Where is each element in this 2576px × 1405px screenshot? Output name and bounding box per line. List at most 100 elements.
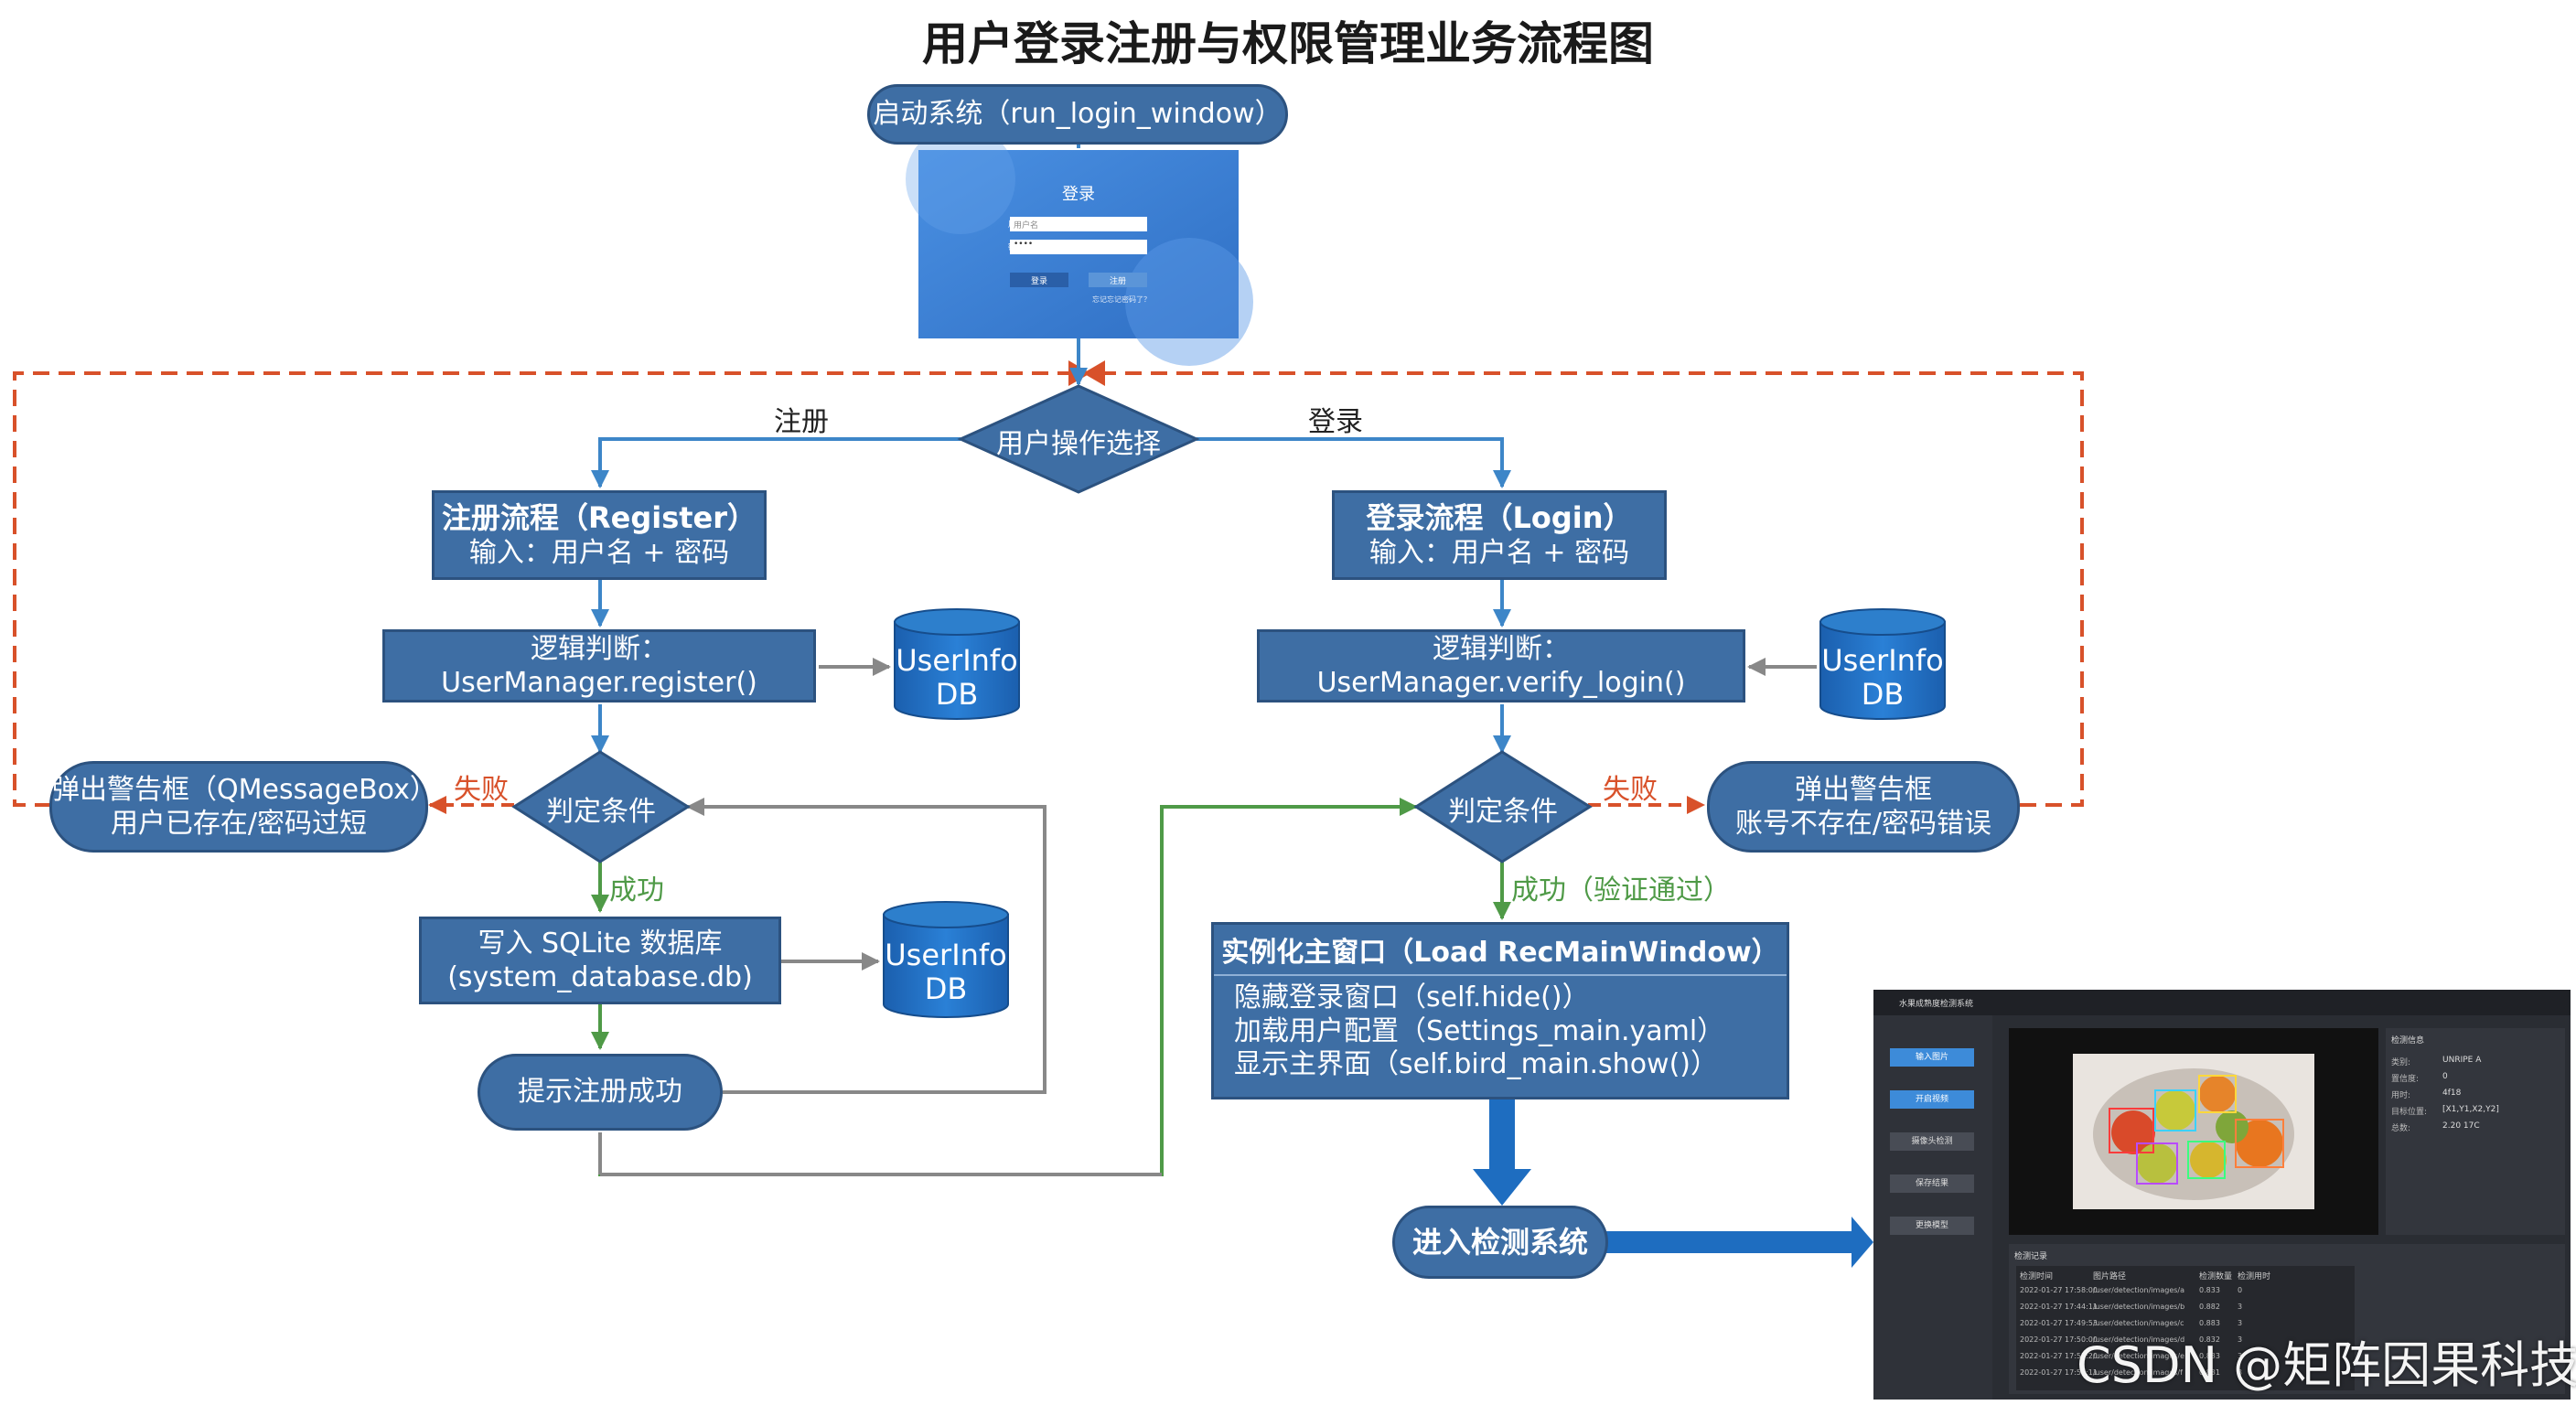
- login-user-label: 用户名: [1008, 220, 1034, 230]
- info-row-key: 置信度:: [2391, 1075, 2420, 1084]
- choice-diamond: [957, 384, 1200, 494]
- db-register-label: UserInfo DB: [895, 644, 1019, 712]
- enter-system-box: 进入检测系统: [1392, 1206, 1608, 1279]
- table-cell: 3: [2238, 1303, 2243, 1311]
- write-db-line2: (system_database.db): [447, 961, 753, 993]
- login-window-text: 登录 用户名 用户名 密 码 •••• 登录 注册 忘记忘记密码了？: [918, 150, 1239, 338]
- main-window-box: 实例化主窗口（Load RecMainWindow） 隐藏登录窗口（self.h…: [1211, 922, 1789, 1099]
- register-btn-label: 注册: [1109, 277, 1126, 286]
- register-warning-line1: 弹出警告框（QMessageBox）: [52, 773, 437, 806]
- db-register-line2: DB: [935, 676, 979, 712]
- login-process-title: 登录流程（Login）: [1366, 500, 1633, 536]
- sidebar-btn-2[interactable]: 开启视频: [1890, 1090, 1974, 1109]
- db-login-label: UserInfo DB: [1820, 644, 1945, 712]
- login-warning-box: 弹出警告框 账号不存在/密码错误: [1707, 761, 2020, 853]
- register-cond-diamond: [511, 750, 691, 863]
- table-cell: 2022-01-27 17:58:00: [2020, 1286, 2098, 1294]
- table-cell: 2022-01-27 17:51:20: [2020, 1352, 2098, 1360]
- sidebar-btn-1[interactable]: 输入图片: [1890, 1048, 1974, 1067]
- db-write-line2: DB: [924, 971, 968, 1006]
- table-cell: 2022-01-27 17:44:11: [2020, 1303, 2098, 1311]
- table-cell: /user/detection/images/e: [2093, 1352, 2185, 1360]
- edge-label-register-fail: 失败: [454, 774, 509, 806]
- register-process-title: 注册流程（Register）: [441, 500, 757, 536]
- login-cond-label: 判定条件: [1448, 796, 1558, 828]
- sidebar-btn-4[interactable]: 保存结果: [1890, 1174, 1974, 1193]
- db-login-line2: DB: [1861, 676, 1905, 712]
- table-header: 检测用时: [2238, 1272, 2271, 1282]
- thick-arrow-head-right: [1852, 1217, 1873, 1268]
- table-cell: 0.833: [2199, 1286, 2220, 1294]
- register-process-input: 输入：用户名 + 密码: [468, 537, 730, 570]
- edge-success-back-to-cond: [686, 798, 1046, 1094]
- edge-label-register: 注册: [774, 406, 829, 438]
- table-header: 检测数量: [2199, 1272, 2233, 1282]
- table-cell: 0.833: [2199, 1352, 2220, 1360]
- write-db-box: 写入 SQLite 数据库 (system_database.db): [419, 917, 781, 1004]
- db-write-label: UserInfo DB: [884, 938, 1008, 1006]
- edge-choice-login: [1197, 437, 1511, 488]
- db-write-line1: UserInfo: [885, 938, 1007, 972]
- sidebar-btn-5[interactable]: 更换模型: [1890, 1217, 1974, 1235]
- login-window-screenshot: [906, 124, 1253, 366]
- main-window-title: 实例化主窗口（Load RecMainWindow）: [1214, 925, 1787, 976]
- edge-label-register-success: 成功: [609, 874, 664, 906]
- register-logic-box: 逻辑判断：UserManager.register(): [382, 629, 816, 702]
- start-node: 启动系统（run_login_window）: [867, 84, 1288, 145]
- info-row-value: 0: [2442, 1072, 2448, 1081]
- db-cylinder-write: [883, 901, 1009, 1018]
- login-username-field: [1010, 217, 1147, 231]
- table-cell: /user/detection/images/b: [2093, 1303, 2185, 1311]
- page-title: 用户登录注册与权限管理业务流程图: [922, 17, 1654, 70]
- fail-loop-right-arrow: [1083, 360, 1105, 386]
- table-cell: 0.831: [2199, 1368, 2220, 1377]
- table-title: 检测记录: [2014, 1252, 2048, 1261]
- login-warning-line2: 账号不存在/密码错误: [1734, 808, 1992, 840]
- table-cell: 3: [2238, 1368, 2243, 1377]
- login-pwd-value: ••••: [1014, 240, 1034, 249]
- table-header: 检测时间: [2020, 1272, 2054, 1282]
- db-cylinder-register: [894, 608, 1020, 720]
- login-button-shape: [1010, 273, 1068, 287]
- register-process-box: 注册流程（Register） 输入：用户名 + 密码: [432, 490, 767, 580]
- register-success-box: 提示注册成功: [478, 1054, 723, 1131]
- edge-choice-register: [591, 437, 961, 488]
- edge-label-login-success: 成功（验证通过）: [1511, 874, 1731, 906]
- fail-loop-right: [1101, 371, 2084, 807]
- main-window-step-show: 显示主界面（self.bird_main.show()）: [1234, 1048, 1718, 1081]
- enter-system-label: 进入检测系统: [1411, 1225, 1588, 1260]
- table-cell: 0: [2238, 1286, 2243, 1294]
- main-window-text: 水果成熟度检测系统 输入图片 开启视频 摄像头检测 保存结果 更换模型 检测信息…: [1873, 990, 2571, 1400]
- login-process-box: 登录流程（Login） 输入：用户名 + 密码: [1332, 490, 1667, 580]
- table-cell: /user/detection/images/a: [2093, 1286, 2184, 1294]
- db-register-line1: UserInfo: [896, 643, 1018, 678]
- table-cell: 3: [2238, 1352, 2243, 1360]
- table-header: 图片路径: [2093, 1272, 2127, 1282]
- login-password-field: [1010, 240, 1147, 254]
- table-cell: 3: [2238, 1319, 2243, 1327]
- login-user-placeholder: 用户名: [1014, 221, 1039, 231]
- login-cond-diamond: [1413, 750, 1593, 863]
- table-cell: 0.883: [2199, 1319, 2220, 1327]
- table-cell: /user/detection/images/c: [2093, 1319, 2184, 1327]
- login-btn-label: 登录: [1030, 277, 1047, 286]
- db-cylinder-login: [1819, 608, 1946, 720]
- info-row-key: 类别:: [2391, 1058, 2411, 1067]
- main-window-steps: 隐藏登录窗口（self.hide()） 加载用户配置（Settings_main…: [1214, 976, 1787, 1082]
- login-warning-line1: 弹出警告框: [1795, 773, 1932, 806]
- login-hint: 忘记忘记密码了？: [1092, 295, 1151, 304]
- edge-label-login-fail: 失败: [1603, 774, 1658, 806]
- info-row-value: 4f18: [2442, 1089, 2462, 1098]
- table-cell: 3: [2238, 1335, 2243, 1344]
- info-row-value: 2.20 17C: [2442, 1121, 2480, 1131]
- login-process-input: 输入：用户名 + 密码: [1368, 537, 1630, 570]
- start-node-label: 启动系统（run_login_window）: [873, 98, 1283, 131]
- table-cell: 2022-01-27 17:50:00: [2020, 1335, 2098, 1344]
- main-window-step-hide: 隐藏登录窗口（self.hide()）: [1234, 981, 1590, 1014]
- login-logic-label: 逻辑判断：UserManager.verify_login(): [1316, 632, 1686, 700]
- register-warning-box: 弹出警告框（QMessageBox） 用户已存在/密码过短: [49, 761, 437, 853]
- choice-label: 用户操作选择: [996, 428, 1161, 460]
- table-cell: 0.882: [2199, 1303, 2220, 1311]
- edge-label-login: 登录: [1308, 406, 1363, 438]
- sidebar-btn-3[interactable]: 摄像头检测: [1890, 1132, 1974, 1151]
